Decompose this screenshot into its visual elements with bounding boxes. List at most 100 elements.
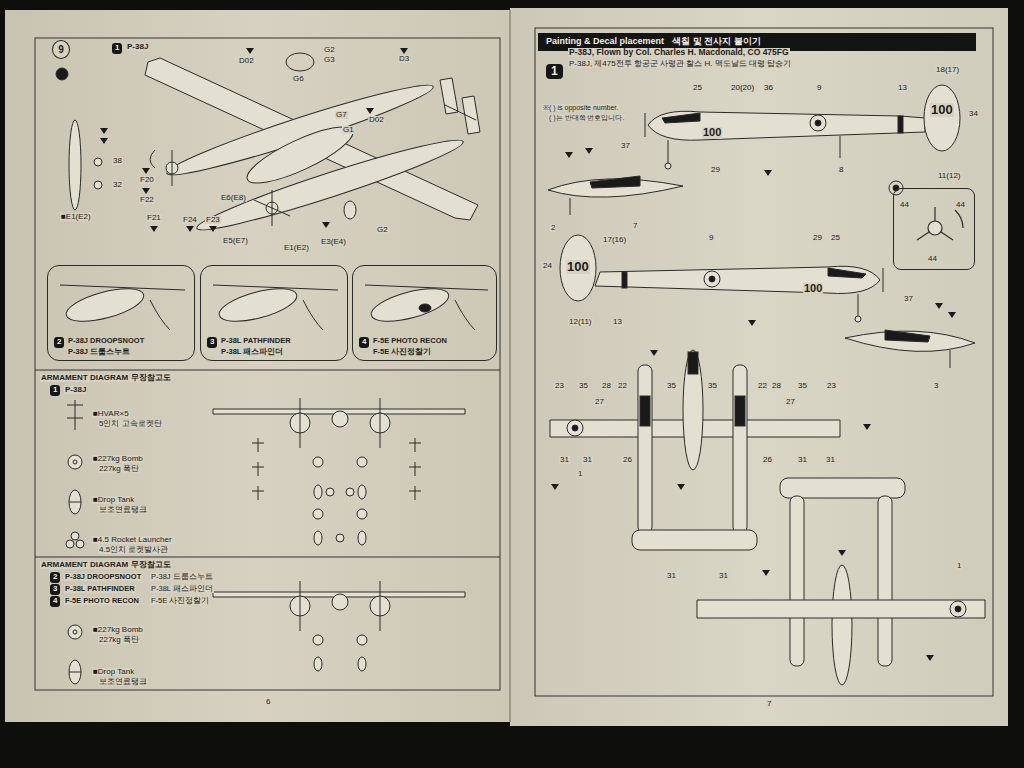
assembly-drawing <box>56 53 480 240</box>
page-sheet <box>509 10 511 722</box>
aircraft-profile <box>570 198 571 215</box>
callout-number: G2 <box>323 46 336 54</box>
insignia-star <box>955 606 961 612</box>
aircraft-profile <box>704 271 720 287</box>
armament-drawing <box>71 532 79 540</box>
armament-drawing <box>73 630 77 634</box>
callout-number: 26 <box>622 456 633 464</box>
variant-marker: 4 <box>50 596 60 607</box>
node-text: 4 <box>362 338 366 347</box>
aircraft-planform <box>567 420 583 436</box>
callout-number: 무장참고도 <box>130 561 172 569</box>
callout-number: 2 <box>550 224 556 232</box>
armament-drawing <box>69 502 81 503</box>
node-text: 44 <box>956 201 965 210</box>
insignia-box: 444444 <box>893 188 975 270</box>
aircraft-profile <box>622 272 627 288</box>
pointer-arrow <box>142 168 150 174</box>
aircraft-profile <box>840 136 841 158</box>
aircraft-profile <box>645 113 646 137</box>
callout-number: 37 <box>620 142 631 150</box>
assembly-drawing <box>286 53 314 71</box>
callout-number: 35 <box>707 382 718 390</box>
pointer-arrow <box>762 570 770 576</box>
callout-number: 무장참고도 <box>130 374 172 382</box>
note-text: ※( ) is opposite number. <box>542 104 619 111</box>
note-text: P-38J DROOPSNOOT <box>64 573 142 581</box>
assembly-drawing <box>241 117 359 193</box>
callout-number: 12(11) <box>568 318 593 326</box>
propeller-detail <box>955 210 963 228</box>
callout-number: G6 <box>292 75 305 83</box>
node-text: 44 <box>900 201 909 210</box>
node-text: 4 <box>53 597 57 606</box>
callout-number: 25 <box>692 84 703 92</box>
variant-sketch <box>455 300 475 330</box>
pointer-arrow <box>948 312 956 318</box>
aircraft-planform <box>683 350 703 470</box>
armament-drawing <box>68 625 82 639</box>
variant-sketch <box>213 285 338 290</box>
pointer-arrow <box>551 484 559 490</box>
aircraft-profile <box>898 116 903 133</box>
note-text: ARMAMENT DIAGRAM <box>40 561 129 569</box>
armament-drawing <box>409 467 421 468</box>
callout-number: 6 <box>265 698 271 706</box>
callout-number: 35 <box>578 382 589 390</box>
scheme-marker: 1 <box>546 64 563 79</box>
node-text: 2 <box>53 573 57 582</box>
insignia-star <box>815 120 821 126</box>
callout-number: E5(E7) <box>222 237 249 245</box>
callout-number: 31 <box>825 456 836 464</box>
page-sheet <box>5 10 510 722</box>
variant-sketch <box>60 282 488 330</box>
node-text: F-5E PHOTO RECON <box>373 337 447 345</box>
aircraft-profile <box>648 111 925 140</box>
callout-number: 31 <box>559 456 570 464</box>
callout-number: D02 <box>368 116 385 124</box>
assembly-drawing <box>344 201 356 219</box>
callout-number: 1 <box>956 562 962 570</box>
armament-drawing <box>68 455 82 469</box>
armament-drawing <box>313 457 323 467</box>
pointer-arrow <box>246 48 254 54</box>
node-text: 9 <box>58 44 64 55</box>
aircraft-planform <box>640 396 650 426</box>
note-text: P-38L 패스파인더 <box>150 585 214 593</box>
callout-number: 27 <box>785 398 796 406</box>
callout-number: 11(12) <box>937 172 962 180</box>
callout-number: 24 <box>542 262 553 270</box>
aircraft-planform <box>632 530 757 550</box>
note-text: ( )는 반대쪽 번호입니다. <box>548 114 625 121</box>
pointer-arrow <box>863 424 871 430</box>
armament-drawing <box>380 398 381 448</box>
callout-number: 31 <box>797 456 808 464</box>
pointer-arrow <box>926 655 934 661</box>
aircraft-profile <box>883 268 884 292</box>
armament-drawing <box>409 491 421 492</box>
callout-number: 7 <box>766 700 772 708</box>
step-number: 9 <box>52 40 70 59</box>
aircraft-planform <box>638 365 652 533</box>
note-text: ■Drop Tank <box>92 496 135 504</box>
node-text: 1 <box>53 386 57 395</box>
pointer-arrow <box>565 152 573 158</box>
callout-number: ■HVAR×5 <box>92 410 130 418</box>
armament-drawing <box>66 398 465 684</box>
variant-marker: 1 <box>112 43 122 54</box>
pointer-arrow <box>100 138 108 144</box>
armament-drawing <box>357 457 367 467</box>
callout-number: 31 <box>666 572 677 580</box>
callout-number: 28 <box>771 382 782 390</box>
callout-number: 28 <box>601 382 612 390</box>
armament-drawing <box>314 531 322 545</box>
page-sheet <box>510 8 1008 726</box>
pointer-arrow <box>838 550 846 556</box>
armament-drawing <box>313 635 323 645</box>
callout-number: E3(E4) <box>320 238 347 246</box>
node-text: F-5E 사진정찰기 <box>373 348 431 356</box>
aircraft-profile <box>665 163 671 169</box>
armament-drawing <box>415 462 416 476</box>
variant-inset: F-5E PHOTO RECON F-5E 사진정찰기 4 <box>352 265 497 361</box>
armament-drawing <box>252 443 264 444</box>
